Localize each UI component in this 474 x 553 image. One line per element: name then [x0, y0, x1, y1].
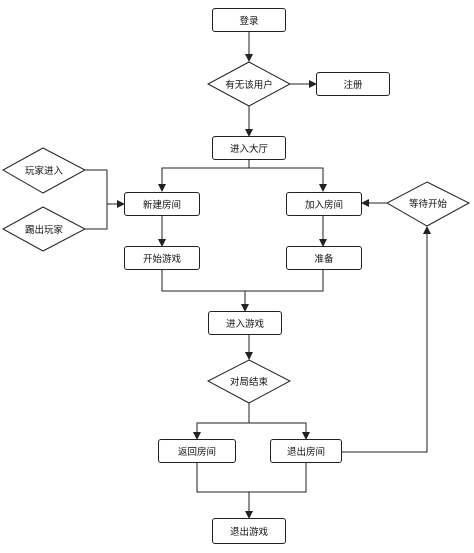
login-label: 登录: [239, 16, 259, 27]
edge-exitroom-wait: [342, 226, 431, 453]
register-label: 注册: [343, 80, 363, 91]
edge-kickplayer-create: [85, 204, 108, 230]
return-room-box: 返回房间: [158, 439, 236, 463]
edge-start-merge: [161, 270, 324, 292]
exit-room-label: 退出房间: [286, 447, 325, 458]
check-user-label: 有无该用户: [225, 80, 273, 91]
edge-joinplayer-create: [85, 169, 125, 208]
edge-matchend-return: [193, 403, 250, 440]
register-box: 注册: [316, 72, 390, 96]
match-end-label: 对局结束: [229, 377, 268, 388]
edge-lobby-create: [158, 160, 250, 192]
prepare-box: 准备: [286, 246, 362, 270]
return-room-label: 返回房间: [177, 447, 216, 458]
join-room-label: 加入房间: [304, 200, 343, 211]
kick-player-label: 踢出玩家: [24, 225, 63, 236]
start-game-label: 开始游戏: [142, 254, 181, 265]
player-join-label: 玩家进入: [24, 166, 63, 177]
exit-room-box: 退出房间: [270, 439, 342, 463]
prepare-label: 准备: [314, 254, 334, 265]
start-game-box: 开始游戏: [124, 246, 200, 270]
player-join-diamond: [1, 147, 87, 194]
create-room-box: 新建房间: [124, 192, 200, 216]
edge-lobby-join: [249, 167, 327, 192]
enter-lobby-label: 进入大厅: [229, 144, 268, 155]
enter-game-label: 进入游戏: [225, 319, 264, 330]
edge-return-merge: [196, 463, 307, 493]
edge-matchend-exitroom: [249, 422, 310, 440]
enter-lobby-box: 进入大厅: [212, 136, 286, 160]
exit-game-box: 退出游戏: [212, 518, 286, 544]
login-box: 登录: [212, 8, 286, 32]
create-room-label: 新建房间: [142, 200, 181, 211]
wait-start-label: 等待开始: [408, 199, 447, 210]
exit-game-label: 退出游戏: [229, 527, 268, 538]
enter-game-box: 进入游戏: [208, 311, 282, 335]
join-room-box: 加入房间: [286, 192, 362, 216]
kick-player-diamond: [1, 206, 87, 252]
